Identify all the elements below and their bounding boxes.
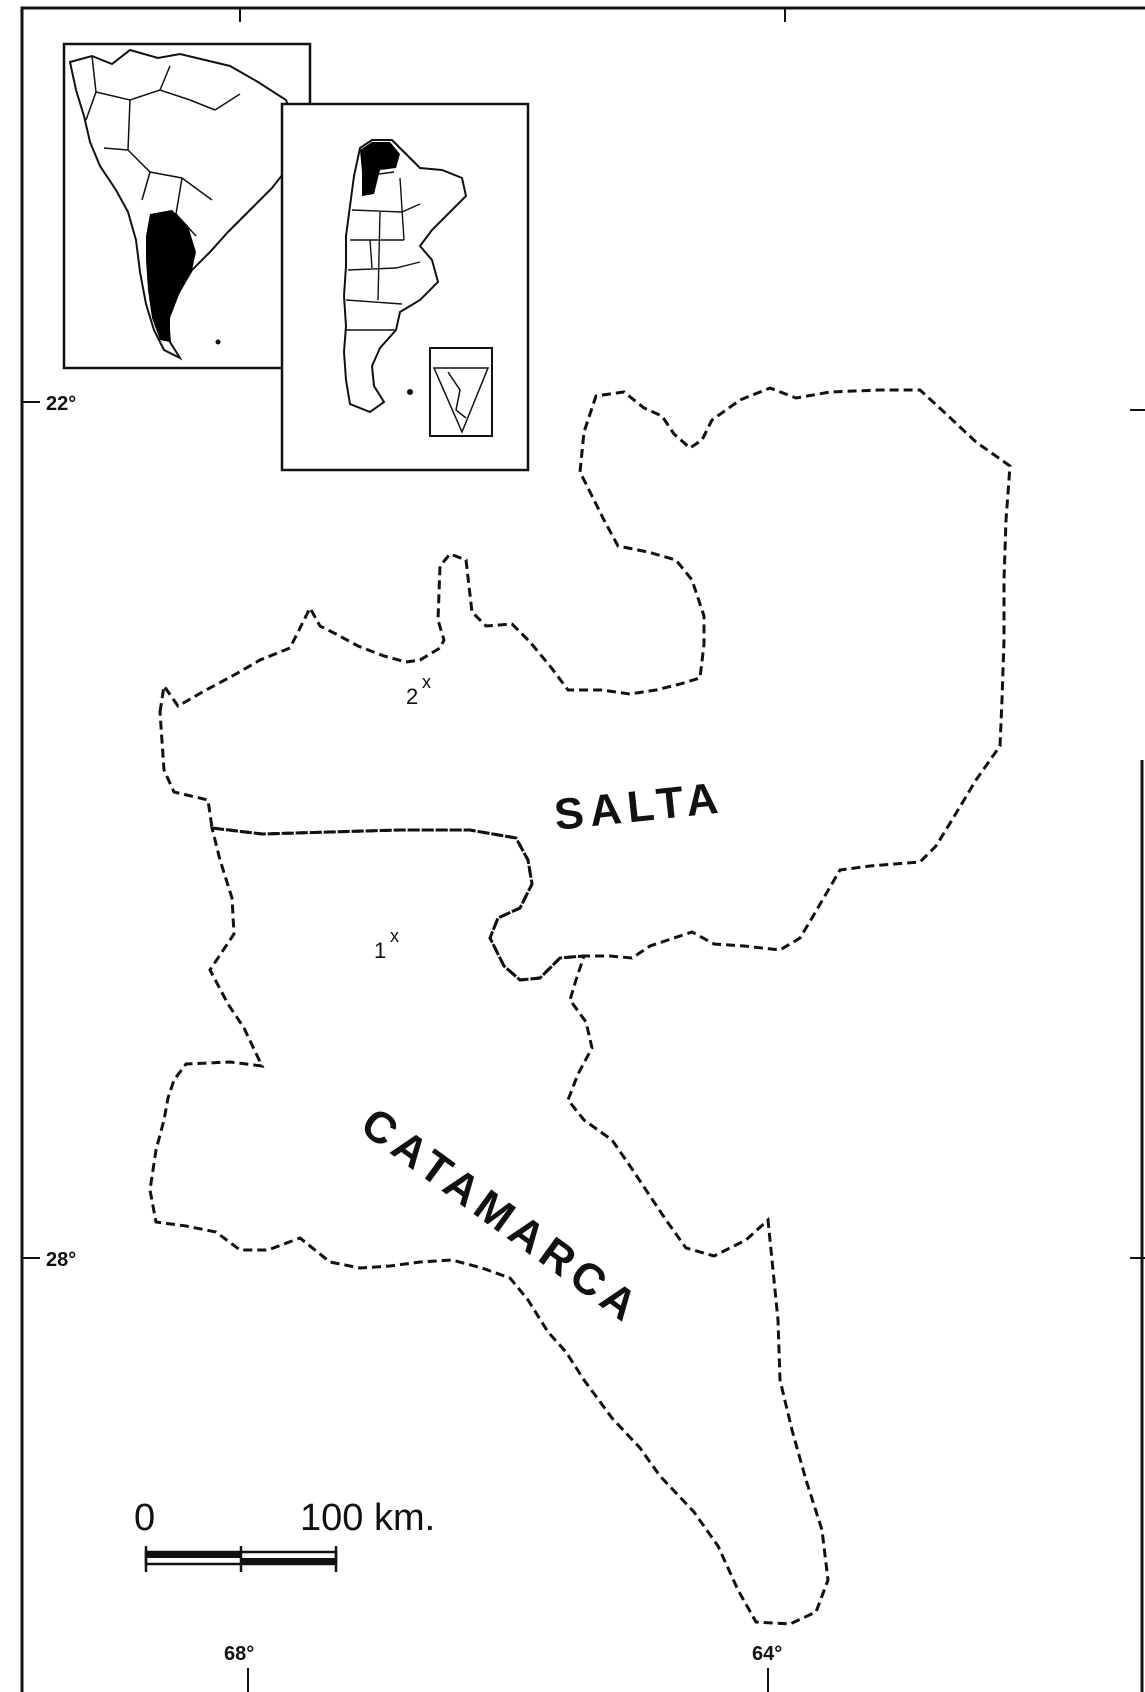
latitude-28: 28° (22, 1249, 76, 1271)
latitude-label-22: 22° (46, 393, 76, 415)
inset-argentina (280, 102, 530, 472)
longitude-64: 64° (752, 1643, 782, 1692)
site-1-mark: x (390, 926, 399, 946)
site-2-mark: x (422, 672, 431, 692)
inset-south-america (62, 42, 312, 370)
latitude-label-28: 28° (46, 1249, 76, 1271)
longitude-label-68: 68° (224, 1643, 254, 1665)
scale-start-label: 0 (134, 1497, 155, 1539)
catamarca-boundary (148, 826, 830, 1626)
site-2: 2 x (406, 672, 431, 709)
site-1: 1 x (374, 926, 399, 963)
province-label-salta: SALTA (552, 773, 726, 840)
salta-boundary (158, 386, 1012, 982)
site-1-number: 1 (374, 938, 386, 963)
latitude-22: 22° (22, 393, 76, 415)
province-label-catamarca: CATAMARCA (352, 1098, 651, 1334)
site-2-number: 2 (406, 684, 418, 709)
longitude-label-64: 64° (752, 1643, 782, 1665)
longitude-68: 68° (224, 1643, 254, 1692)
scale-end-label: 100 km. (300, 1497, 435, 1539)
salta-highlight (360, 142, 400, 196)
antarctic-inset (429, 347, 493, 437)
map-frame (20, 6, 1145, 1692)
argentina-highlight (146, 210, 196, 342)
scale-bar: 0 100 km. (134, 1497, 435, 1572)
